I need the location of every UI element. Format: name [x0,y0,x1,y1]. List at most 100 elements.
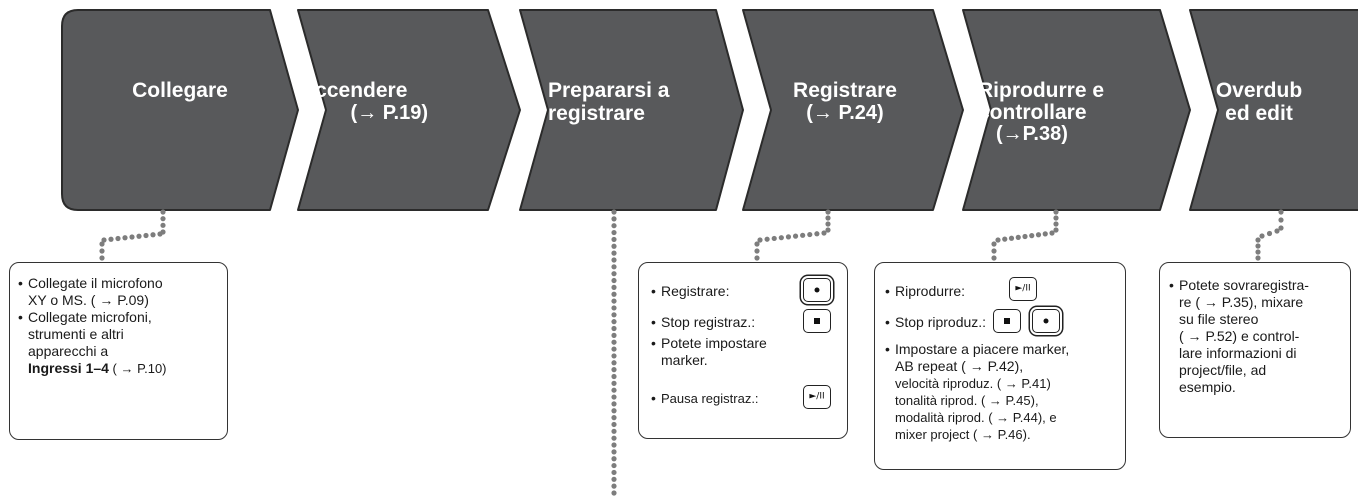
riprodurre-line: Impostare a piacere marker, [895,341,1070,357]
step-label-preparare: Prepararsi a registrare [548,79,670,125]
record-button-icon [1032,309,1060,333]
connector-dot [611,257,617,263]
connector-dot [611,401,617,407]
connector-dot [143,232,149,239]
connector-dot [1053,221,1059,227]
info-box-overdub: • Potete sovraregistra- re ( → P.35), mi… [1159,262,1351,438]
connector-dot [785,234,792,240]
connector-dot [1035,232,1042,238]
connector-dot [995,237,1001,243]
connector-dot [1255,255,1261,261]
connector-dot [611,298,617,304]
step-chevron-riprodurre [962,9,1191,211]
connector-dot [611,456,617,462]
step-chevron-accendere [297,9,521,211]
play-pause-button-icon: ►/II [803,385,831,409]
bullet-dot: • [651,314,656,330]
info-box-riprodurre: • Riprodurre: ►/II • Stop riproduz.: • I… [874,262,1126,470]
connector-dot [150,232,156,238]
connector-dot [611,387,617,393]
connector-dot [611,291,617,297]
stop-play-label: Stop riproduz.: [895,314,987,330]
collegare-line: Collegate microfoni, [28,309,152,325]
connector-dot [991,248,997,254]
connector-dot [611,353,617,359]
bullet-dot: • [885,341,890,357]
connector-dot [1278,225,1284,231]
step-label-accendere: Accendere (→ P.19) [300,79,428,124]
marker-line: Potete impostare [661,335,767,351]
connector-dot [807,231,813,238]
connector-dot [108,236,114,242]
connector-dot [611,490,617,496]
connector-dot [611,339,617,345]
connector-dot [611,408,617,414]
connector-dot [99,241,105,247]
connector-dot [611,421,617,428]
connector-dot [611,305,617,311]
connector-dot [778,235,784,241]
connector-dot [771,235,777,242]
connector-dot [611,332,617,338]
connector-dot [99,255,105,261]
marker-line: marker. [661,352,708,368]
stop-button-icon [803,309,831,333]
connector-dot [764,236,770,242]
connector-dot [1015,234,1021,240]
riprodurre-line: modalità riprod. ( → P.44), e [895,410,1057,425]
connector-dot [1029,233,1035,239]
connector-dot [611,271,617,277]
connector-dot [754,255,760,261]
step-label-collegare: Collegare [132,79,228,102]
connector-dot [611,209,617,215]
overdub-line: su file stereo [1179,311,1259,327]
connector-dot [611,415,617,421]
step-chevron-registrare [742,9,964,211]
connector-dot [611,380,617,386]
collegare-ingressi-line: Ingressi 1–4 ( → P.10) [28,360,167,377]
connector-dot [611,442,617,448]
connector-dot [136,233,142,239]
connector-dot [1274,228,1280,234]
step-label-registrare: Registrare (→ P.24) [793,79,897,124]
connector-dot [611,223,617,229]
connector-dot [611,373,617,380]
connector-dot [160,216,166,222]
connector-dot [611,312,617,318]
connector-dot [1022,233,1028,240]
connector-dot [825,209,831,215]
connector-dot [611,229,617,236]
overdub-line: project/file, ad [1179,362,1267,378]
step-chevron-overdub [1189,9,1358,211]
connector-dot [825,227,831,233]
riprodurre-line: AB repeat ( → P.42), [895,358,1024,374]
collegare-line: apparecchi a [28,343,109,359]
connector-dot [160,209,166,215]
connector-dot [611,346,617,352]
connector-dot [611,236,617,243]
collegare-line: Collegate il microfono [28,275,163,291]
connector-dot [611,462,617,469]
connector-dot [101,237,107,243]
connector-dot [611,394,617,400]
connector-dot [611,449,617,455]
overdub-line: lare informazioni di [1179,345,1297,361]
connector-dot [157,231,163,237]
connector-dot [1255,237,1261,243]
bullet-dot: • [18,275,23,291]
connector-dot [1255,243,1261,249]
connector-dot [1042,231,1048,237]
bullet-dot: • [1169,277,1174,293]
bullet-dot: • [651,390,656,406]
connector-dot [611,319,617,325]
play-pause-button-icon: ►/II [1009,277,1037,301]
connector-dot [1053,227,1059,233]
connector-dot [611,284,617,290]
stop-record-label: Stop registraz.: [661,314,756,330]
connector-dot [991,241,997,247]
connector-dot [99,248,105,254]
stop-button-icon [993,309,1021,333]
connector-dot [611,367,617,373]
connector-dot [611,483,617,489]
